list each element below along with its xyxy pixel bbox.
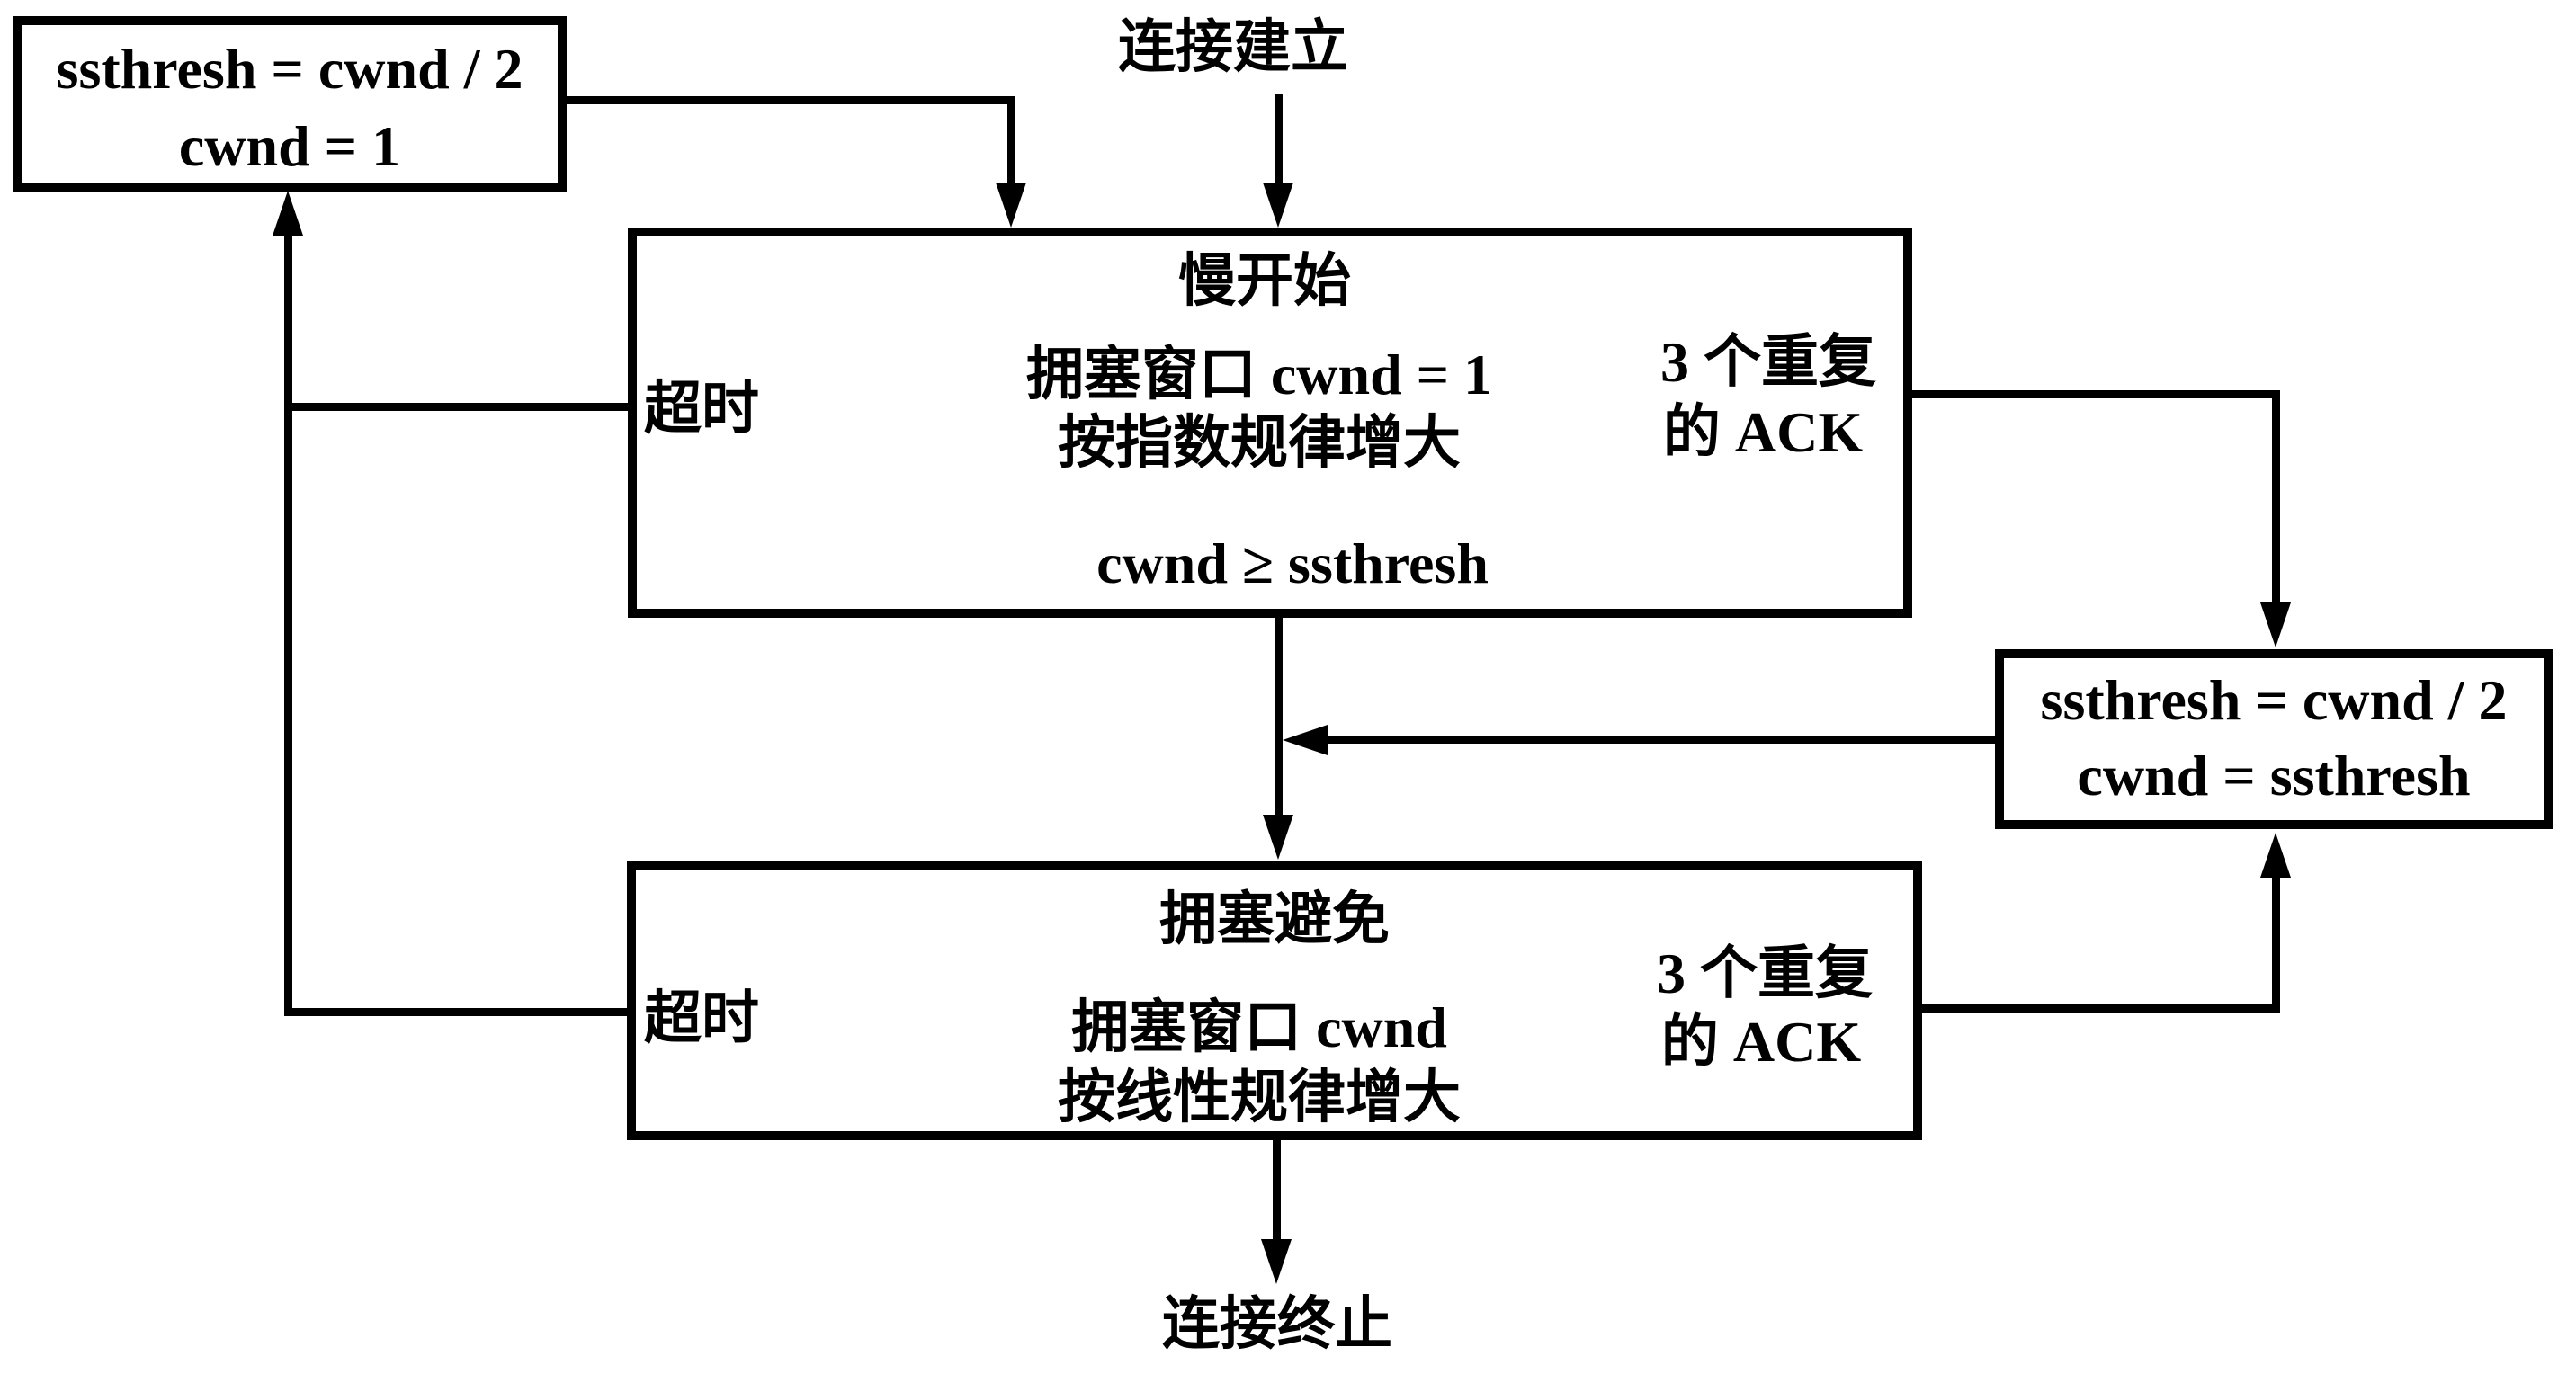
slow-start-box — [628, 228, 1912, 618]
connection-terminated-label: 连接终止 — [1162, 1292, 1392, 1356]
reset-to-slow-start-hline — [567, 96, 1011, 104]
slow-start-timeout-hline — [286, 403, 628, 411]
slow-start-body-line1: 拥塞窗口 cwnd = 1 — [1025, 343, 1493, 406]
connection-terminated-arrow-line — [1273, 1140, 1281, 1241]
congestion-avoidance-dupack-arrowhead-icon — [2260, 833, 2291, 878]
congestion-avoidance-body-line1: 拥塞窗口 cwnd — [1071, 995, 1447, 1059]
slow-start-to-congestion-avoidance-vline — [1275, 618, 1283, 816]
slow-start-dupack-vline — [2272, 390, 2280, 604]
congestion-avoidance-dupack-hline — [1922, 1004, 2279, 1013]
connection-established-arrow-line — [1275, 94, 1283, 185]
congestion-avoidance-dupack-vline — [2272, 876, 2280, 1013]
slow-start-to-congestion-avoidance-arrowhead-icon — [1263, 815, 1293, 860]
slow-start-dupack-arrowhead-icon — [2260, 602, 2291, 647]
slow-start-dup-ack-line2: 的 ACK — [1662, 400, 1864, 464]
timeout-feedback-vline — [284, 234, 292, 1016]
congestion-avoidance-title: 拥塞避免 — [1159, 888, 1390, 951]
timeout-feedback-arrowhead-icon — [273, 191, 303, 236]
reset-to-slow-start-arrowhead-icon — [996, 183, 1026, 228]
slow-start-exit-condition: cwnd ≥ ssthresh — [1096, 531, 1489, 595]
connection-established-arrowhead-icon — [1263, 183, 1293, 228]
reset-box-line1: ssthresh = cwnd / 2 — [56, 37, 523, 101]
congestion-avoidance-dup-ack-line2: 的 ACK — [1660, 1010, 1862, 1074]
congestion-avoidance-timeout-label: 超时 — [644, 986, 759, 1050]
threshold-to-main-arrowhead-icon — [1283, 725, 1328, 755]
threshold-box — [1995, 649, 2553, 829]
slow-start-title: 慢开始 — [1178, 249, 1351, 313]
slow-start-dupack-hline — [1912, 390, 2279, 398]
slow-start-body-line2: 按指数规律增大 — [1058, 411, 1461, 475]
threshold-box-line2: cwnd = ssthresh — [2077, 744, 2471, 807]
threshold-to-main-hline — [1328, 736, 1995, 744]
threshold-box-line1: ssthresh = cwnd / 2 — [2040, 668, 2508, 732]
congestion-avoidance-dup-ack-line1: 3 个重复 — [1657, 941, 1873, 1005]
slow-start-dup-ack-line1: 3 个重复 — [1660, 330, 1876, 394]
reset-to-slow-start-vline — [1007, 96, 1015, 184]
reset-box-line2: cwnd = 1 — [178, 114, 401, 178]
congestion-avoidance-body-line2: 按线性规律增大 — [1058, 1066, 1461, 1129]
connection-established-label: 连接建立 — [1118, 15, 1348, 79]
slow-start-timeout-label: 超时 — [644, 377, 759, 441]
connection-terminated-arrowhead-icon — [1261, 1239, 1292, 1284]
reset-box — [13, 16, 567, 192]
congestion-avoidance-timeout-hline — [286, 1008, 627, 1016]
congestion-avoidance-box — [627, 861, 1922, 1140]
